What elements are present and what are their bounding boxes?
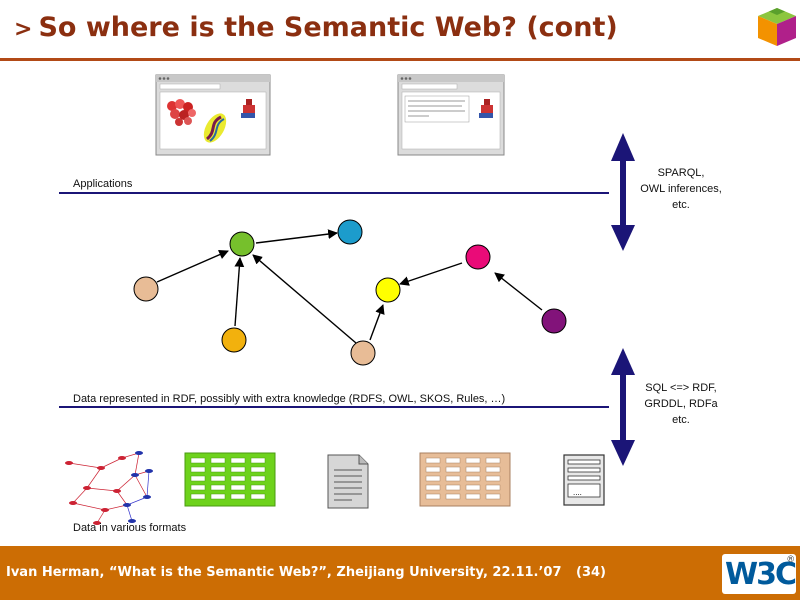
w3c-logo-text: W3C	[725, 557, 797, 592]
slide-title-text: So where is the Semantic Web? (cont)	[38, 12, 618, 43]
architecture-diagram: Applications SPARQL, OWL inferences, etc…	[59, 74, 722, 534]
graph-node	[350, 340, 376, 366]
browser-window-text	[397, 74, 505, 156]
top-arrow-label-line-3: etc.	[672, 199, 690, 211]
top-arrow-label-line-1: SPARQL,	[658, 167, 705, 179]
registered-mark-icon: ®	[787, 554, 794, 564]
rdf-graph-edges	[156, 229, 543, 344]
molecule-graphic-icon	[241, 99, 255, 118]
cube-logo-icon	[758, 8, 796, 46]
network-graph-icon	[65, 451, 153, 525]
w3c-logo: W3C ®	[722, 554, 797, 594]
svg-text:....: ....	[573, 488, 582, 497]
molecule-graphic-icon-2	[479, 99, 493, 118]
graph-node	[337, 219, 363, 245]
layer-label-applications: Applications	[73, 178, 133, 190]
graph-node	[221, 327, 247, 353]
diagram-panel: Applications SPARQL, OWL inferences, etc…	[57, 73, 727, 540]
layer-label-rdf: Data represented in RDF, possibly with e…	[73, 393, 505, 405]
footer-bar: Ivan Herman, “What is the Semantic Web?”…	[0, 546, 800, 600]
dna-graphic-icon	[203, 113, 227, 143]
text-document-icon	[327, 454, 369, 509]
browser-window-graphics	[155, 74, 271, 156]
rdf-graph-nodes	[133, 219, 567, 366]
protein-graphic-icon	[167, 99, 196, 126]
bottom-arrow-label-line-1: SQL <=> RDF,	[645, 382, 716, 394]
title-rule	[0, 58, 800, 61]
graph-node	[229, 231, 255, 257]
layer-label-formats: Data in various formats	[73, 522, 187, 534]
bottom-double-arrow	[611, 348, 635, 466]
slide-title: >So where is the Semantic Web? (cont)	[14, 12, 618, 43]
top-double-arrow	[611, 133, 635, 251]
graph-node	[375, 277, 401, 303]
title-chevron: >	[14, 17, 33, 42]
graph-node	[465, 244, 491, 270]
bottom-arrow-label-line-2: GRDDL, RDFa	[644, 398, 718, 410]
bottom-arrow-label-line-3: etc.	[672, 414, 690, 426]
web-form-icon: ....	[563, 454, 605, 506]
spreadsheet-tan-icon	[419, 452, 511, 507]
page-number: (34)	[576, 565, 606, 580]
graph-node	[541, 308, 567, 334]
graph-node	[133, 276, 159, 302]
top-arrow-label-line-2: OWL inferences,	[640, 183, 722, 195]
spreadsheet-green-icon	[184, 452, 276, 507]
footer-citation: Ivan Herman, “What is the Semantic Web?”…	[6, 565, 562, 580]
